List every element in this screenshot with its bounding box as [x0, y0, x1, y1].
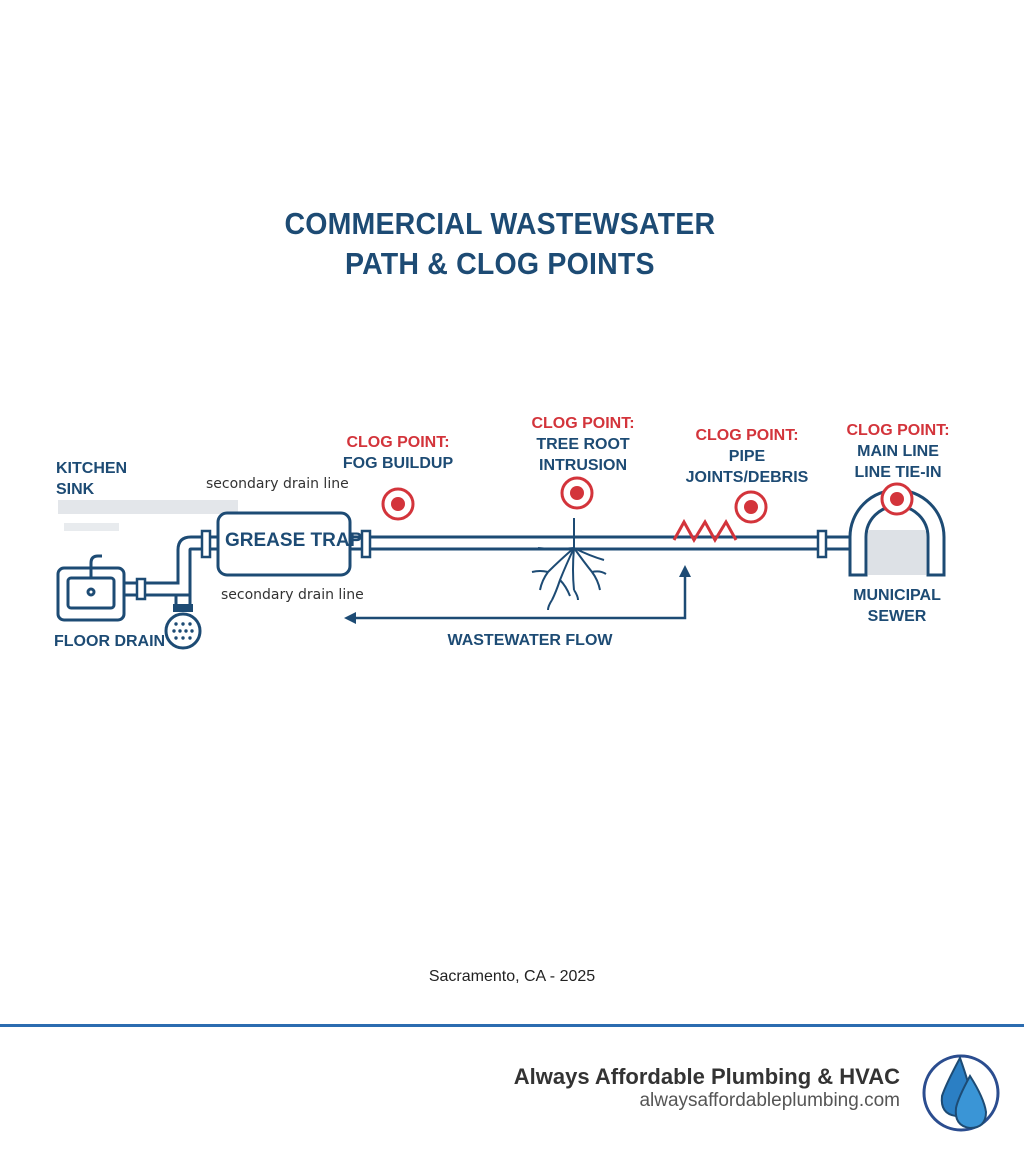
clog-point-text: MAIN LINE: [857, 443, 939, 460]
footer-divider: [0, 1024, 1024, 1027]
water-drop-logo-icon: [922, 1054, 1000, 1132]
pipe-coupling: [135, 577, 147, 601]
grease-trap-label: GREASE TRAP: [225, 530, 363, 551]
clog-marker: [734, 490, 768, 524]
clog-marker: [560, 476, 594, 510]
municipal-sewer-line2: SEWER: [867, 608, 927, 625]
title-line-2: PATH & CLOG POINTS: [345, 246, 655, 281]
pipe-coupling: [360, 529, 372, 559]
title-line-1: COMMERCIAL WASTEWSATER: [284, 206, 716, 241]
sewer-arch: [848, 488, 946, 577]
municipal-sewer-label: MUNICIPAL SEWER: [832, 585, 962, 627]
tree-root-icon: [531, 518, 607, 611]
clog-point-text: PIPE: [728, 448, 766, 465]
clog-point-heading: CLOG POINT:: [531, 415, 635, 432]
secondary-drain-label-bottom: secondary drain line: [221, 587, 364, 603]
faded-bar: [58, 500, 238, 514]
clog-point-tie-in: CLOG POINT: MAIN LINE LINE TIE-IN: [828, 420, 968, 483]
municipal-sewer-line1: MUNICIPAL: [853, 587, 941, 604]
wastewater-flow-label: WASTEWATER FLOW: [447, 632, 613, 649]
clog-point-text: LINE TIE-IN: [854, 464, 942, 481]
floor-drain-label: FLOOR DRAIN: [54, 633, 166, 650]
clog-point-heading: CLOG POINT:: [846, 422, 950, 439]
location-text: Sacramento, CA - 2025: [428, 968, 596, 985]
floor-drain-icon: [164, 604, 202, 650]
pipe-coupling: [816, 529, 828, 559]
faded-bar: [64, 523, 119, 531]
clog-point-text: INTRUSION: [539, 457, 627, 474]
debris-zigzag: [672, 518, 738, 543]
clog-point-text: FOG BUILDUP: [342, 455, 454, 472]
kitchen-sink-label-line1: KITCHEN: [56, 460, 128, 477]
clog-point-heading: CLOG POINT:: [346, 434, 450, 451]
sink-icon: [56, 554, 126, 622]
flow-arrowhead-up: [679, 565, 691, 577]
grease-trap-box: [216, 511, 352, 577]
brand-name: Always Affordable Plumbing & HVAC: [513, 1064, 900, 1089]
secondary-drain-label-top: secondary drain line: [206, 476, 349, 492]
pipe-coupling: [200, 529, 212, 559]
clog-point-fog: CLOG POINT: FOG BUILDUP: [328, 432, 468, 474]
kitchen-sink-label: KITCHEN SINK: [56, 458, 127, 500]
kitchen-sink-label-line2: SINK: [56, 481, 95, 498]
clog-marker: [880, 482, 914, 516]
brand-url: alwaysaffordableplumbing.com: [639, 1090, 900, 1111]
clog-point-roots: CLOG POINT: TREE ROOT INTRUSION: [508, 413, 658, 476]
clog-marker: [381, 487, 415, 521]
clog-point-heading: CLOG POINT:: [695, 427, 799, 444]
clog-point-joints: CLOG POINT: PIPE JOINTS/DEBRIS: [672, 425, 822, 488]
flow-arrowhead-left: [344, 612, 356, 624]
inlet-pipe: [124, 535, 218, 604]
main-pipe: [350, 535, 866, 551]
flow-arrow: [350, 572, 687, 620]
clog-point-text: JOINTS/DEBRIS: [685, 469, 809, 486]
clog-point-text: TREE ROOT: [536, 436, 630, 453]
